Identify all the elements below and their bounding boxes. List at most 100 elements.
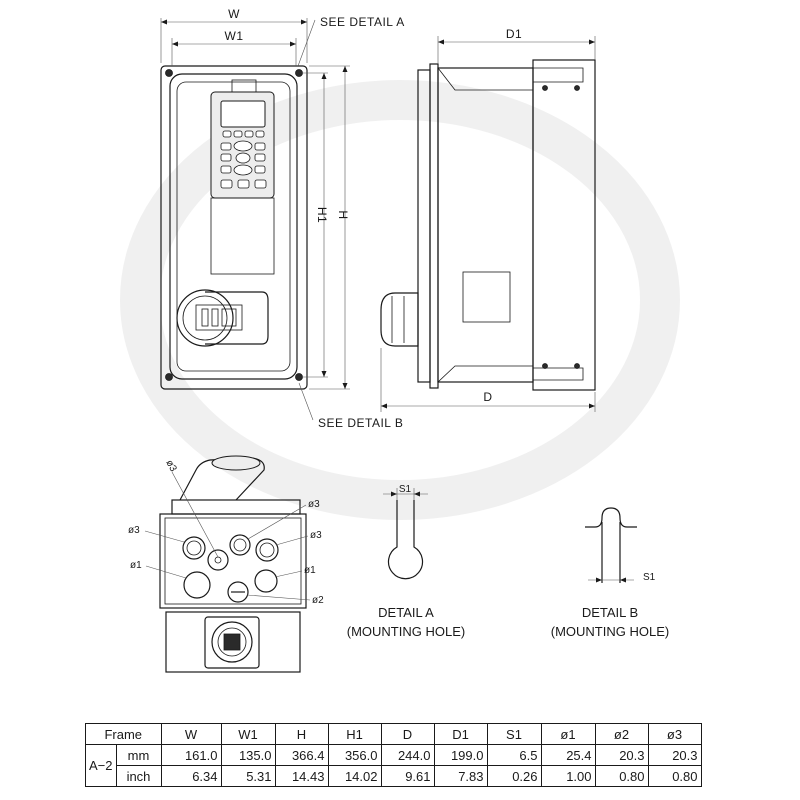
frame-cell: A−2 bbox=[85, 744, 117, 787]
conduit-hole-o3-upper bbox=[229, 534, 251, 556]
hole-label-o3: ø3 bbox=[308, 499, 320, 510]
column-header: H1 bbox=[327, 723, 382, 745]
hole-label-o1: ø1 bbox=[304, 565, 316, 576]
keypad-buttons bbox=[220, 130, 267, 189]
column-header: ø1 bbox=[540, 723, 596, 745]
detail-a-keyhole bbox=[387, 500, 424, 580]
table-row: A−2 mm 161.0 135.0 366.4 356.0 244.0 199… bbox=[85, 744, 702, 787]
table-cell: 7.83 bbox=[433, 765, 488, 787]
detail-a: S1 DETAIL A (MOUNTING HOLE) bbox=[347, 484, 465, 639]
hole-label-o3: ø3 bbox=[310, 530, 322, 541]
table-cell: 5.31 bbox=[220, 765, 276, 787]
table-cell: 366.4 bbox=[274, 744, 329, 766]
front-mounting-plate bbox=[160, 65, 308, 390]
keypad-display bbox=[220, 100, 266, 128]
conduit-hole-o3-right bbox=[255, 538, 279, 562]
column-header: D bbox=[380, 723, 435, 745]
side-label-area bbox=[462, 271, 511, 323]
table-header-row: Frame W W1 H H1 D D1 S1 ø1 ø2 ø3 bbox=[85, 723, 702, 745]
bottom-plate bbox=[159, 513, 307, 609]
column-header: W1 bbox=[220, 723, 276, 745]
table-cell: 199.0 bbox=[433, 744, 488, 766]
conduit-hole-o2 bbox=[227, 581, 249, 603]
disconnect-switch bbox=[176, 289, 269, 347]
hole-label-o3: ø3 bbox=[128, 525, 140, 536]
hole-label-o1: ø1 bbox=[130, 560, 142, 571]
front-cover bbox=[176, 81, 291, 372]
dimension-h: H bbox=[309, 65, 350, 390]
table-cell: 9.61 bbox=[380, 765, 435, 787]
corner-screw bbox=[295, 373, 303, 381]
column-header: S1 bbox=[486, 723, 542, 745]
hole-label-o2: ø2 bbox=[312, 595, 324, 606]
hole-labels: ø3 ø3 ø3 ø3 ø1 ø1 ø2 bbox=[128, 458, 324, 606]
detail-b-slot bbox=[585, 507, 637, 528]
bottom-fan-housing bbox=[165, 611, 301, 673]
detail-b: S1 DETAIL B (MOUNTING HOLE) bbox=[551, 507, 669, 639]
side-view: D1 D bbox=[380, 27, 596, 412]
bottom-switch-knob bbox=[179, 455, 265, 501]
conduit-hole-o1-right bbox=[254, 569, 278, 593]
cooling-fan bbox=[204, 616, 260, 669]
background-watermark bbox=[120, 80, 680, 520]
detail-a-title: DETAIL A bbox=[378, 605, 434, 620]
conduit-hole-o3-left bbox=[182, 536, 206, 560]
side-switch-knob bbox=[380, 292, 419, 347]
column-header: D1 bbox=[433, 723, 488, 745]
side-heatsink bbox=[532, 59, 596, 391]
table-cell: 244.0 bbox=[380, 744, 435, 766]
table-corner-label: Frame bbox=[85, 723, 162, 745]
table-cell: 14.43 bbox=[274, 765, 329, 787]
table-cell: 356.0 bbox=[327, 744, 382, 766]
front-view: W W1 H1 H SEE DETAIL A bbox=[160, 7, 404, 430]
front-enclosure bbox=[169, 73, 298, 380]
column-header: H bbox=[274, 723, 329, 745]
dimension-h1-label: H1 bbox=[315, 207, 329, 223]
corner-screw bbox=[165, 69, 173, 77]
table-cell: 14.02 bbox=[327, 765, 382, 787]
dimension-h1: H1 bbox=[302, 72, 329, 378]
unit-cell: inch bbox=[115, 765, 162, 787]
table-cell: 0.80 bbox=[647, 765, 702, 787]
table-cell: 161.0 bbox=[160, 744, 222, 766]
detail-b-subtitle: (MOUNTING HOLE) bbox=[551, 624, 669, 639]
column-header: ø3 bbox=[647, 723, 702, 745]
dimension-w-label: W bbox=[228, 7, 240, 21]
table-cell: 6.34 bbox=[160, 765, 222, 787]
dimension-d1-label: D1 bbox=[506, 27, 522, 41]
table-cell: 1.00 bbox=[540, 765, 596, 787]
callout-detail-b-label: SEE DETAIL B bbox=[318, 416, 403, 430]
corner-screw bbox=[165, 373, 173, 381]
bottom-view: ø3 ø3 ø3 ø3 ø1 ø1 ø2 bbox=[128, 455, 324, 673]
dimension-h-label: H bbox=[336, 210, 350, 219]
keypad-slot bbox=[210, 197, 275, 275]
dimension-w1: W1 bbox=[171, 29, 297, 66]
dimension-d1: D1 bbox=[437, 27, 596, 64]
dimension-table: Frame W W1 H H1 D D1 S1 ø1 ø2 ø3 A−2 mm … bbox=[85, 723, 702, 787]
dimension-w: W bbox=[160, 7, 308, 63]
table-cell: 135.0 bbox=[220, 744, 276, 766]
table-cell: 25.4 bbox=[540, 744, 596, 766]
callout-detail-a: SEE DETAIL A bbox=[297, 15, 404, 67]
detail-b-dim-label: S1 bbox=[643, 572, 656, 583]
conduit-hole-o1-left bbox=[183, 571, 211, 599]
dimension-d-label: D bbox=[483, 390, 492, 404]
table-cell: 0.80 bbox=[594, 765, 649, 787]
table-cell: 6.5 bbox=[486, 744, 542, 766]
column-header: ø2 bbox=[594, 723, 649, 745]
detail-b-title: DETAIL B bbox=[582, 605, 638, 620]
unit-cell: mm bbox=[115, 744, 162, 766]
callout-detail-b: SEE DETAIL B bbox=[298, 382, 403, 430]
dimension-w1-label: W1 bbox=[225, 29, 244, 43]
detail-a-subtitle: (MOUNTING HOLE) bbox=[347, 624, 465, 639]
table-row: inch 6.34 5.31 14.43 14.02 9.61 7.83 0.2… bbox=[86, 765, 702, 787]
table-cell: 20.3 bbox=[647, 744, 702, 766]
dimension-d: D bbox=[380, 348, 596, 412]
column-header: W bbox=[160, 723, 222, 745]
drawing-canvas: W W1 H1 H SEE DETAIL A bbox=[120, 7, 680, 673]
conduit-hole-o3-center bbox=[207, 549, 229, 571]
corner-screw bbox=[295, 69, 303, 77]
hole-label-o3: ø3 bbox=[163, 458, 178, 474]
table-cell: 0.26 bbox=[486, 765, 542, 787]
